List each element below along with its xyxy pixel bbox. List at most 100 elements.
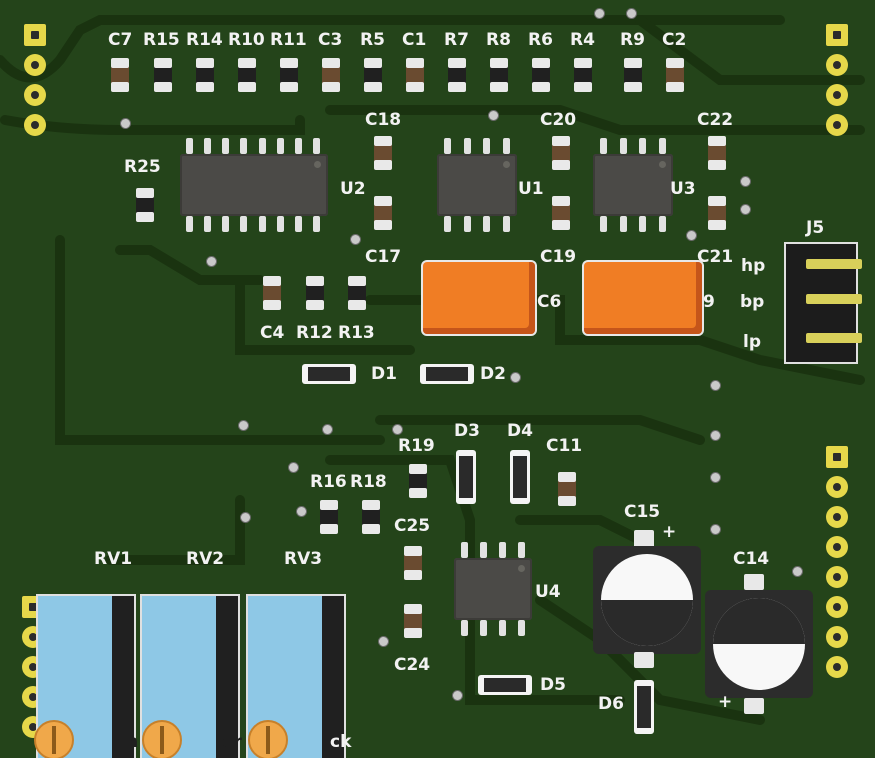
pad — [826, 626, 848, 648]
ref-U1: U1 — [518, 179, 544, 199]
ref-RV3: RV3 — [284, 549, 323, 569]
pad — [24, 84, 46, 106]
ref-C11: C11 — [546, 436, 583, 456]
U3-pins-top — [600, 138, 666, 154]
trimmer-RV3[interactable] — [246, 594, 346, 758]
C15-pad — [634, 530, 654, 548]
resistor-R16 — [320, 500, 338, 534]
via — [740, 204, 751, 215]
C14-pad — [744, 574, 764, 590]
via — [240, 512, 251, 523]
resistor-R13 — [348, 276, 366, 310]
J5-pin-hp — [806, 259, 862, 269]
pad-square — [24, 24, 46, 46]
ref-D2: D2 — [480, 364, 506, 384]
ref-RV1: RV1 — [94, 549, 133, 569]
ref-C19: C19 — [540, 247, 577, 267]
trimmer-knob-RV2[interactable] — [142, 720, 182, 758]
ref-C1: C1 — [402, 30, 427, 50]
via — [710, 380, 721, 391]
resistor-R18 — [362, 500, 380, 534]
ref-C7: C7 — [108, 30, 133, 50]
capacitor-C11 — [558, 472, 576, 506]
diode-D4 — [510, 450, 530, 504]
via — [392, 424, 403, 435]
ref-R9: R9 — [620, 30, 645, 50]
U1-pins-bottom — [444, 216, 510, 232]
pad — [826, 84, 848, 106]
via — [488, 110, 499, 121]
capacitor-C24 — [404, 604, 422, 638]
ref-R12: R12 — [296, 323, 333, 343]
ic-U4 — [454, 558, 532, 620]
pad — [826, 476, 848, 498]
ref-C20: C20 — [540, 110, 577, 130]
electrolytic-capacitor-C14 — [705, 590, 813, 698]
ref-R6: R6 — [528, 30, 553, 50]
resistor-R25 — [136, 188, 154, 222]
ref-C6: C6 — [537, 292, 562, 312]
via — [686, 230, 697, 241]
ref-C15: C15 — [624, 502, 661, 522]
pin-header-top-right — [826, 24, 848, 136]
label-RV2-tail: er — [222, 732, 242, 752]
pad — [826, 114, 848, 136]
via — [626, 8, 637, 19]
capacitor-C17 — [374, 196, 392, 230]
diode-D3 — [456, 450, 476, 504]
ref-U3: U3 — [670, 179, 696, 199]
trimmer-knob-RV1[interactable] — [34, 720, 74, 758]
ref-D1: D1 — [371, 364, 397, 384]
via — [792, 566, 803, 577]
pin-header-top-left — [24, 24, 46, 136]
pad — [826, 596, 848, 618]
ref-C25: C25 — [394, 516, 431, 536]
via — [288, 462, 299, 473]
resistor-R14 — [196, 58, 214, 92]
electrolytic-capacitor-C15 — [593, 546, 701, 654]
capacitor-C20 — [552, 136, 570, 170]
ref-U4: U4 — [535, 582, 561, 602]
pad — [826, 54, 848, 76]
resistor-R10 — [238, 58, 256, 92]
via — [238, 420, 249, 431]
U3-pins-bottom — [600, 216, 666, 232]
ref-C14: C14 — [733, 549, 770, 569]
label-hp: hp — [741, 256, 766, 276]
resistor-R11 — [280, 58, 298, 92]
trimmer-knob-RV3[interactable] — [248, 720, 288, 758]
pad-square — [826, 446, 848, 468]
capacitor-C4 — [263, 276, 281, 310]
ref-C17: C17 — [365, 247, 402, 267]
via — [594, 8, 605, 19]
trimmer-RV1[interactable] — [36, 594, 136, 758]
ref-R14: R14 — [186, 30, 223, 50]
resistor-R4 — [574, 58, 592, 92]
via — [710, 430, 721, 441]
ref-R19: R19 — [398, 436, 435, 456]
capacitor-C3 — [322, 58, 340, 92]
pad-square — [826, 24, 848, 46]
label-lp: lp — [743, 332, 761, 352]
ref-R15: R15 — [143, 30, 180, 50]
capacitor-C22 — [708, 136, 726, 170]
ref-C18: C18 — [365, 110, 402, 130]
U2-pins-top — [186, 138, 320, 154]
capacitor-C18 — [374, 136, 392, 170]
label-RV1-tail: th — [118, 732, 139, 752]
via — [510, 372, 521, 383]
resistor-R15 — [154, 58, 172, 92]
capacitor-C19 — [552, 196, 570, 230]
ref-R8: R8 — [486, 30, 511, 50]
resistor-R5 — [364, 58, 382, 92]
U4-pins-bottom — [461, 620, 525, 636]
ref-R11: R11 — [270, 30, 307, 50]
capacitor-C2 — [666, 58, 684, 92]
via — [206, 256, 217, 267]
ref-R25: R25 — [124, 157, 161, 177]
pin-header-bottom-right — [826, 446, 848, 678]
polarity-plus-C14: + — [718, 692, 733, 712]
ref-C4: C4 — [260, 323, 285, 343]
J5-pin-lp — [806, 333, 862, 343]
